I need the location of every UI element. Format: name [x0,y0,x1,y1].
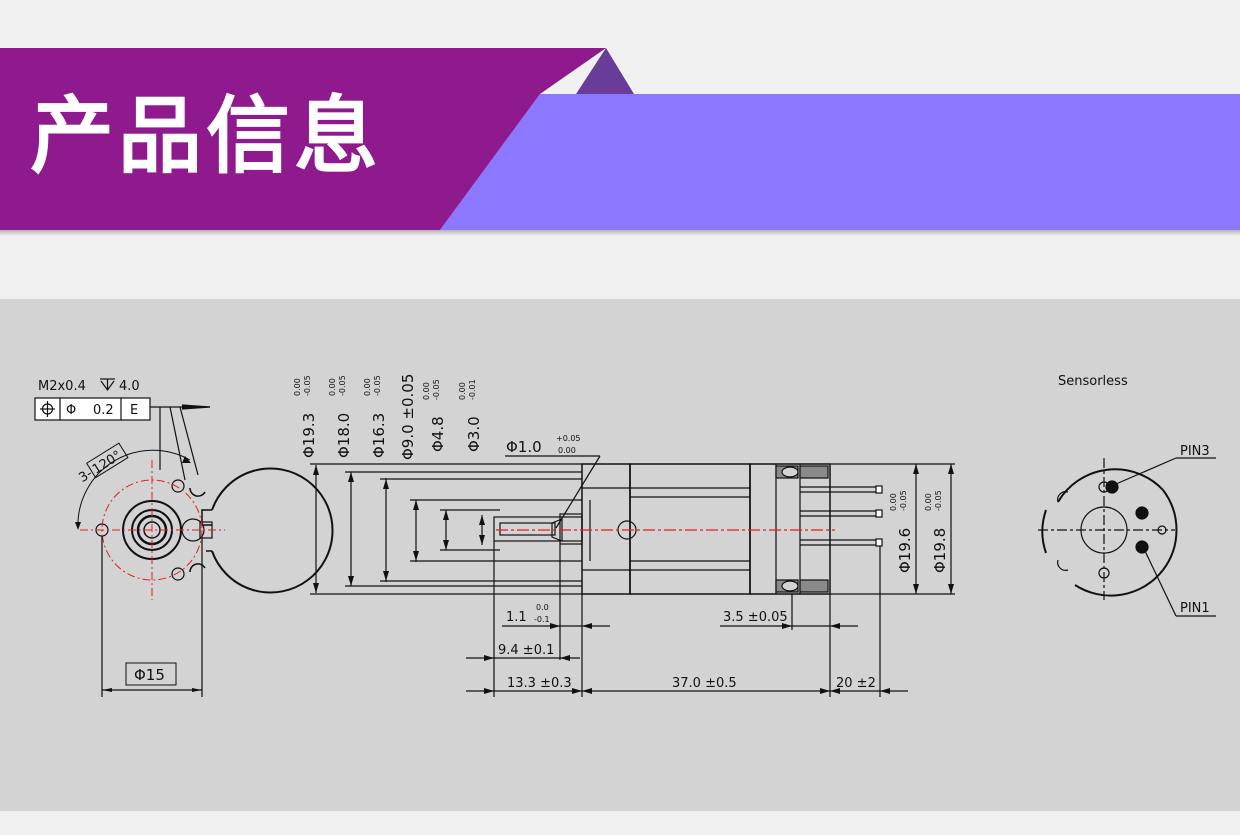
dia-19-6-label: Φ19.6 [896,528,914,573]
dia-4-8-tol-upper: 0.00 [422,382,431,400]
dia-4-8-tol-lower: -0.05 [432,379,441,400]
len-37-0-label: 37.0 ±0.5 [672,676,737,691]
technical-drawing: M2x0.4 4.0 Φ 0.2 E [34,374,1216,697]
sensor-type-label: Sensorless [1058,374,1128,389]
depth-icon [100,378,115,392]
dia-9-0-label: Φ9.0 ±0.05 [399,374,417,460]
left-diameter-labels: Φ19.3 0.00 -0.05 Φ18.0 0.00 -0.05 Φ16.3 … [293,374,483,460]
position-icon [40,401,55,417]
dia-19-8-tol-lower: -0.05 [934,490,943,511]
len-1-1-tol-lower: -0.1 [534,615,550,624]
pin3-label: PIN3 [1180,444,1210,459]
banner-purple-band [0,48,606,230]
dia-19-3-tol-lower: -0.05 [303,375,312,396]
tolerance-datum: E [130,403,138,418]
dia-3-0-tol-upper: 0.00 [458,382,467,400]
dia-16-3-tol-lower: -0.05 [373,375,382,396]
dia-18-0-label: Φ18.0 [335,413,353,458]
front-view: M2x0.4 4.0 Φ 0.2 E [34,378,334,697]
dia-18-0-tol-upper: 0.00 [328,378,337,396]
shaft-tol-lower: 0.00 [558,446,576,455]
dia-3-0-tol-lower: -0.01 [468,379,477,400]
tolerance-value: 0.2 [93,403,114,418]
dia-3-0-label: Φ3.0 [465,416,483,452]
header-banner: 产品信息 [0,0,1240,240]
dia-19-3-tol-upper: 0.00 [293,378,302,396]
len-9-4-label: 9.4 ±0.1 [498,643,554,658]
len-3-5-label: 3.5 ±0.05 [723,610,788,625]
shaft-diameter: Φ1.0 +0.05 0.00 [506,434,581,456]
dia-19-8-tol-upper: 0.00 [924,493,933,511]
tolerance-diameter-symbol: Φ [66,403,76,418]
shaft-tol-upper: +0.05 [556,434,581,443]
dia-19-3-label: Φ19.3 [300,413,318,458]
front-diameter-label: Φ15 [134,666,165,684]
rear-view: Sensorless PIN3 PIN1 [1038,374,1216,617]
dia-18-0-tol-lower: -0.05 [338,375,347,396]
page-title: 产品信息 [30,87,383,185]
thread-depth: 4.0 [119,379,140,394]
len-20-label: 20 ±2 [836,676,876,691]
side-view: Φ19.3 0.00 -0.05 Φ18.0 0.00 -0.05 Φ16.3 … [293,374,955,697]
len-13-3-label: 13.3 ±0.3 [507,676,572,691]
len-1-1-tol-upper: 0.0 [536,603,549,612]
dia-19-6-tol-upper: 0.00 [889,493,898,511]
dia-16-3-label: Φ16.3 [370,413,388,458]
banner-dark-triangle [576,48,634,94]
dia-16-3-tol-upper: 0.00 [363,378,372,396]
dia-19-6-tol-lower: -0.05 [899,490,908,511]
thread-callout: M2x0.4 [38,379,86,394]
technical-drawing-panel: M2x0.4 4.0 Φ 0.2 E [0,299,1240,811]
dia-19-8-label: Φ19.8 [931,528,949,573]
len-1-1-label: 1.1 [506,610,527,625]
banner-graphic [0,48,1240,236]
shaft-diameter-label: Φ1.0 [506,438,542,456]
banner-lavender-band [440,94,1240,230]
pin1-label: PIN1 [1180,601,1210,616]
dia-4-8-label: Φ4.8 [429,416,447,452]
